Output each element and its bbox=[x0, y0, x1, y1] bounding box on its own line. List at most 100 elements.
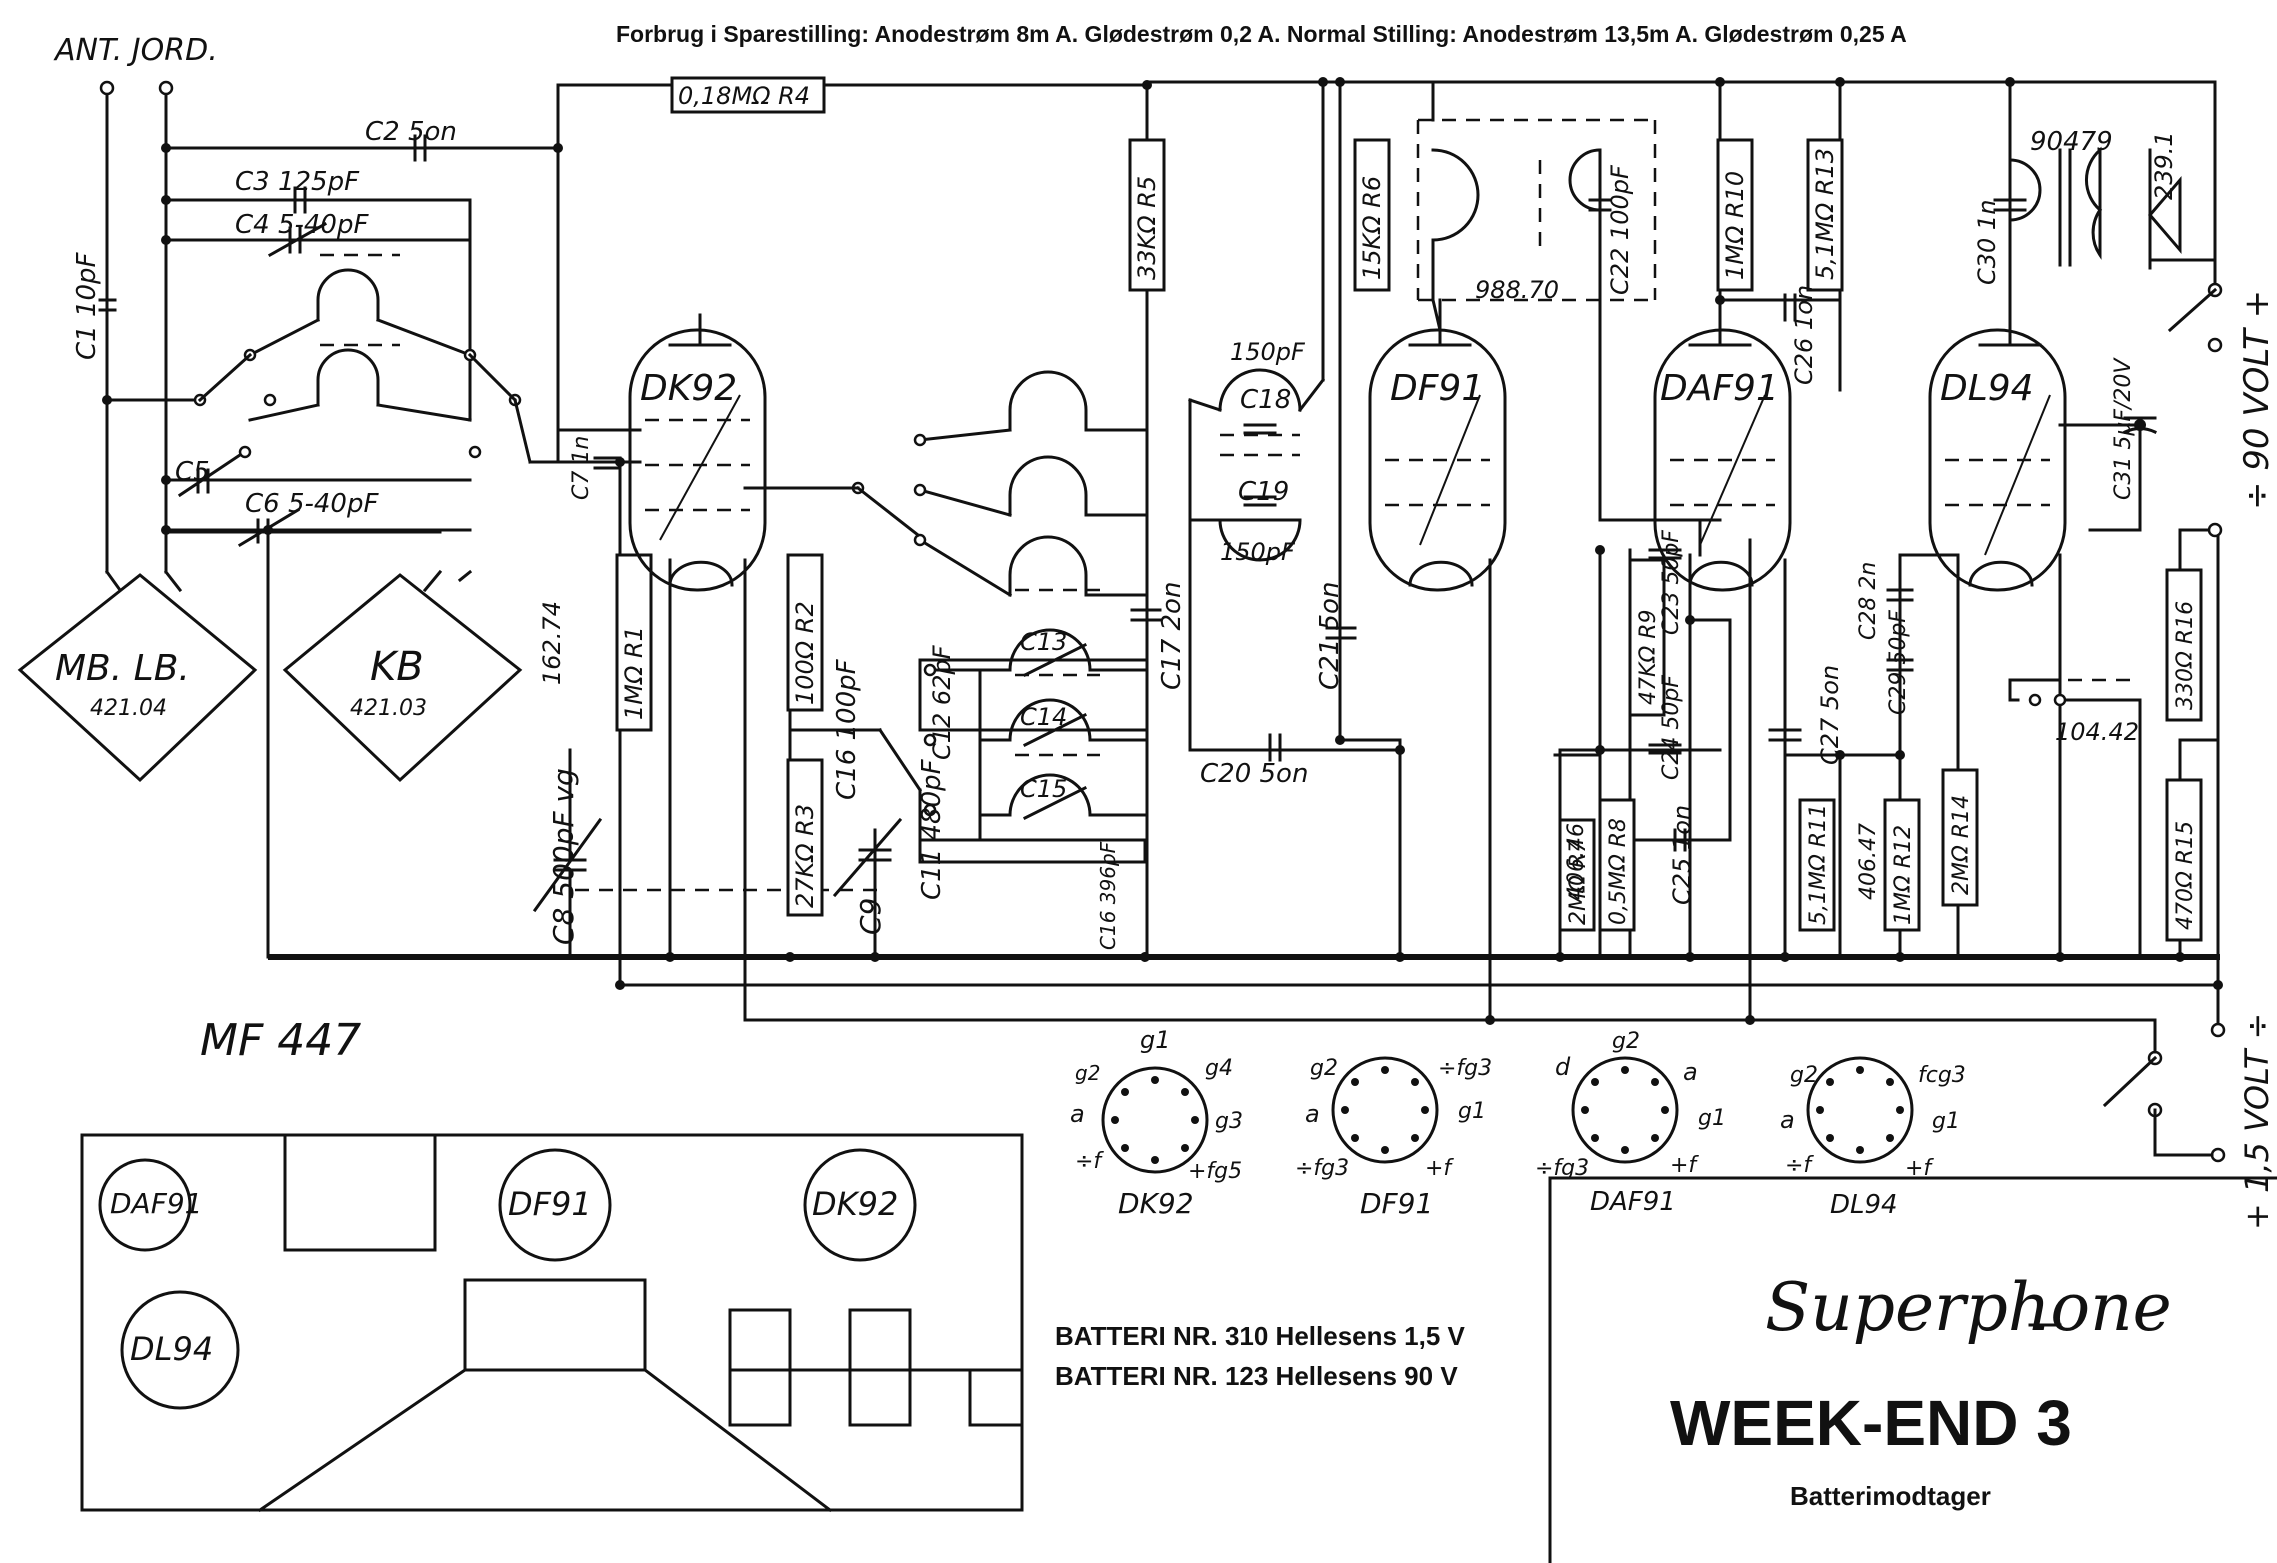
label-104-42: 104.42 bbox=[2055, 718, 2139, 746]
label-r13: 5,1MΩ R13 bbox=[1811, 148, 1839, 280]
label-c8: C8 500pF vg bbox=[547, 768, 580, 945]
label-c18: C18 bbox=[1240, 385, 1291, 415]
pinout-dl94-label: DL94 bbox=[1830, 1190, 1898, 1220]
pinout-daf91-label: DAF91 bbox=[1590, 1187, 1676, 1217]
terminals bbox=[99, 80, 2226, 1163]
label-239-1: 239.1 bbox=[2150, 131, 2178, 200]
dk92-pin-g1: g1 bbox=[1140, 1026, 1171, 1054]
chassis-dk92: DK92 bbox=[812, 1185, 898, 1223]
battery-1: BATTERI NR. 310 Hellesens 1,5 V bbox=[1055, 1321, 1466, 1351]
daf91-pin-a: a bbox=[1683, 1058, 1698, 1086]
pinout-daf91: g2 a g1 +f ÷fg3 d DAF91 bbox=[1535, 1029, 1726, 1217]
component-labels: C1 10pF C2 5on C3 125pF C4 5-40pF C5 C6 … bbox=[72, 82, 2277, 1230]
df91-pin-fg3-top: ÷fg3 bbox=[1438, 1056, 1492, 1081]
label-c23: C23 50pF bbox=[1659, 530, 1684, 635]
label-c4: C4 5-40pF bbox=[235, 210, 369, 240]
daf91-pin-g1: g1 bbox=[1698, 1106, 1726, 1131]
model-name: WEEK-END 3 bbox=[1670, 1387, 2072, 1459]
label-r9: 47KΩ R9 bbox=[1636, 609, 1661, 705]
tube-daf91 bbox=[1653, 298, 1792, 592]
label-90479: 90479 bbox=[2030, 127, 2113, 157]
label-r5: 33KΩ R5 bbox=[1133, 176, 1161, 280]
dk92-pin-f: ÷f bbox=[1075, 1149, 1104, 1174]
dl94-pin-g1: g1 bbox=[1932, 1109, 1960, 1134]
tube-label-dk92: DK92 bbox=[640, 368, 737, 409]
pinout-df91-label: DF91 bbox=[1360, 1187, 1433, 1220]
label-c9: C9 bbox=[854, 898, 887, 935]
label-c5: C5 bbox=[175, 457, 210, 487]
label-r7: 2MΩ R7 bbox=[1566, 839, 1591, 925]
coil-mblb-number: 421.04 bbox=[90, 696, 167, 721]
label-c17: C17 2on bbox=[1157, 582, 1187, 690]
label-c21: C21 5on bbox=[1315, 582, 1345, 690]
dl94-pin-a: a bbox=[1780, 1106, 1795, 1134]
label-1-5-volt: + 1,5 VOLT ÷ bbox=[2238, 1013, 2276, 1230]
coil-kb-label: KB bbox=[370, 644, 424, 690]
tube-df91 bbox=[1368, 298, 1507, 592]
label-c22: C22 100pF bbox=[1606, 164, 1634, 295]
chassis-df91: DF91 bbox=[508, 1185, 592, 1223]
label-406-47: 406.47 bbox=[1856, 823, 1881, 900]
brand-name: Superphone bbox=[1765, 1269, 2172, 1346]
tube-label-dl94: DL94 bbox=[1940, 368, 2034, 409]
label-r10: 1MΩ R10 bbox=[1721, 171, 1749, 280]
title-block: Superphone WEEK-END 3 Batterimodtager bbox=[1548, 1176, 2277, 1563]
dl94-pin-f-minus: ÷f bbox=[1785, 1153, 1814, 1178]
label-c16: C16 100pF bbox=[832, 658, 862, 800]
chassis-layout: DAF91 DF91 DK92 DL94 bbox=[80, 1133, 1024, 1513]
label-c27: C27 5on bbox=[1816, 665, 1844, 765]
df91-pin-a: a bbox=[1305, 1100, 1320, 1128]
chassis-daf91: DAF91 bbox=[110, 1187, 202, 1220]
label-c11: C11 480pF bbox=[917, 758, 947, 900]
label-c12: C12 62pF bbox=[928, 644, 956, 760]
tube-label-daf91: DAF91 bbox=[1660, 368, 1779, 409]
capacitors bbox=[98, 134, 2157, 959]
label-c6: C6 5-40pF bbox=[245, 489, 379, 519]
label-c28: C28 2n bbox=[1856, 562, 1881, 640]
label-c13: C13 bbox=[1020, 628, 1067, 656]
label-162-74: 162.74 bbox=[538, 601, 566, 685]
label-406-46: 406.46 bbox=[1564, 823, 1589, 900]
label-r3: 27KΩ R3 bbox=[791, 804, 819, 908]
label-c1: C1 10pF bbox=[72, 251, 102, 360]
label-c20: C20 5on bbox=[1200, 759, 1308, 789]
label-90-volt: ÷ 90 VOLT + bbox=[2237, 290, 2277, 510]
mechanical-links bbox=[320, 118, 2135, 892]
label-c30: C30 1n bbox=[1973, 200, 2001, 285]
label-mf447: MF 447 bbox=[200, 1015, 361, 1066]
df91-pin-g1: g1 bbox=[1458, 1099, 1486, 1124]
label-r16: 330Ω R16 bbox=[2173, 601, 2198, 710]
label-r15: 470Ω R15 bbox=[2173, 821, 2198, 930]
coils bbox=[193, 146, 2182, 598]
label-r6: 15KΩ R6 bbox=[1358, 176, 1386, 280]
label-c2: C2 5on bbox=[365, 117, 457, 147]
label-c16b: C16 396pF bbox=[1096, 841, 1120, 950]
dk92-pin-fg5: +fg5 bbox=[1188, 1159, 1242, 1184]
tube-label-df91: DF91 bbox=[1390, 368, 1484, 409]
label-c19v: 150pF bbox=[1220, 538, 1296, 566]
chassis-dl94: DL94 bbox=[130, 1330, 213, 1368]
daf91-pin-d: d bbox=[1555, 1053, 1571, 1081]
tube-dk92 bbox=[628, 313, 767, 592]
label-c3: C3 125pF bbox=[235, 167, 360, 197]
df91-pin-f: +f bbox=[1425, 1156, 1454, 1181]
label-c29: C29 50pF bbox=[1886, 610, 1911, 715]
pinout-dk92-label: DK92 bbox=[1118, 1187, 1194, 1220]
label-r11: 5,1MΩ R11 bbox=[1806, 804, 1831, 925]
label-r8: 0,5MΩ R8 bbox=[1606, 818, 1631, 925]
pinout-df91: g2 ÷fg3 g1 +f ÷fg3 a DF91 bbox=[1295, 1056, 1492, 1220]
label-c15: C15 bbox=[1020, 775, 1067, 803]
dk92-pin-a: a bbox=[1070, 1100, 1085, 1128]
label-r14: 2MΩ R14 bbox=[1949, 795, 1974, 895]
pinout-dl94: g2 fcg3 g1 +f ÷f a DL94 bbox=[1780, 1056, 1966, 1220]
receiver-type: Batterimodtager bbox=[1790, 1481, 1991, 1511]
coil-kb-number: 421.03 bbox=[350, 696, 427, 721]
label-c31: C31 5μF/20V bbox=[2111, 357, 2136, 500]
label-c26: C26 1on bbox=[1790, 285, 1818, 385]
ant-jord-label: ANT. JORD. bbox=[53, 33, 218, 68]
label-c18v: 150pF bbox=[1230, 338, 1306, 366]
dk92-pin-g3: g3 bbox=[1215, 1109, 1243, 1134]
label-c7: C7 1n bbox=[569, 436, 594, 500]
df91-pin-fg3-bottom: ÷fg3 bbox=[1295, 1156, 1349, 1181]
